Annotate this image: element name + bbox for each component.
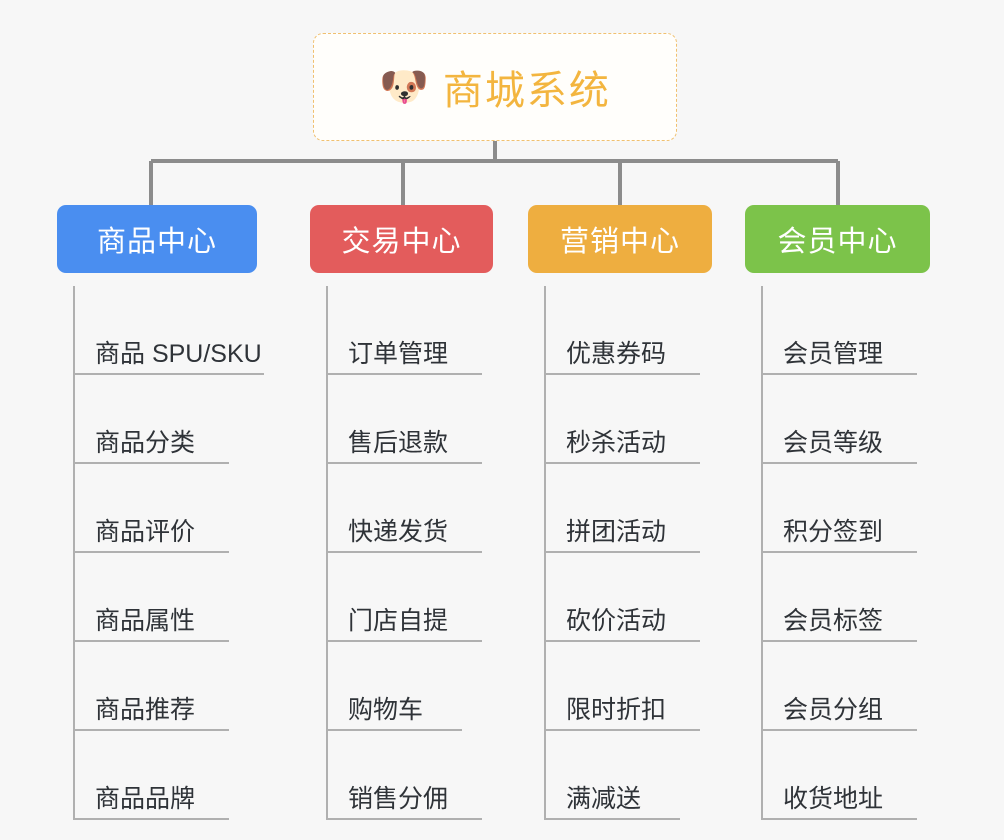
branch-label: 会员中心 — [777, 226, 898, 258]
root-node-shop-system[interactable]: 🐶 商城系统 — [313, 33, 677, 141]
leaf-item[interactable]: 商品品牌 — [74, 731, 229, 820]
leaf-label: 会员等级 — [783, 429, 884, 458]
leaf-item[interactable]: 门店自提 — [327, 553, 482, 642]
leaf-label: 门店自提 — [348, 607, 449, 636]
leaf-item[interactable]: 购物车 — [327, 642, 462, 731]
leaf-item[interactable]: 订单管理 — [327, 286, 482, 375]
leaf-item[interactable]: 商品 SPU/SKU — [74, 286, 264, 375]
leaf-list-product-center: 商品 SPU/SKU 商品分类 商品评价 商品属性 商品推荐 商品品牌 — [57, 286, 279, 820]
leaf-label: 商品分类 — [95, 429, 196, 458]
leaf-item[interactable]: 会员标签 — [762, 553, 917, 642]
branch-trade-center: 交易中心 订单管理 售后退款 快递发货 门店自提 购物车 销售分佣 — [310, 205, 510, 820]
branch-header-trade-center[interactable]: 交易中心 — [310, 205, 493, 273]
leaf-spine — [73, 286, 75, 820]
leaf-item[interactable]: 收货地址 — [762, 731, 917, 820]
branch-marketing-center: 营销中心 优惠券码 秒杀活动 拼团活动 砍价活动 限时折扣 满减送 — [528, 205, 728, 820]
branch-label: 营销中心 — [559, 226, 680, 258]
leaf-item[interactable]: 拼团活动 — [545, 464, 700, 553]
leaf-label: 会员管理 — [783, 340, 884, 369]
leaf-item[interactable]: 商品评价 — [74, 464, 229, 553]
leaf-item[interactable]: 积分签到 — [762, 464, 917, 553]
leaf-label: 满减送 — [566, 785, 642, 814]
leaf-label: 商品属性 — [95, 607, 196, 636]
leaf-item[interactable]: 秒杀活动 — [545, 375, 700, 464]
leaf-item[interactable]: 快递发货 — [327, 464, 482, 553]
leaf-item[interactable]: 销售分佣 — [327, 731, 482, 820]
branch-product-center: 商品中心 商品 SPU/SKU 商品分类 商品评价 商品属性 商品推荐 商品品牌 — [57, 205, 279, 820]
branch-header-member-center[interactable]: 会员中心 — [745, 205, 930, 273]
leaf-item[interactable]: 商品推荐 — [74, 642, 229, 731]
leaf-label: 快递发货 — [348, 518, 449, 547]
leaf-label: 会员标签 — [783, 607, 884, 636]
leaf-item[interactable]: 限时折扣 — [545, 642, 700, 731]
leaf-label: 砍价活动 — [566, 607, 667, 636]
leaf-spine — [761, 286, 763, 820]
leaf-label: 商品推荐 — [95, 696, 196, 725]
dog-face-icon: 🐶 — [379, 65, 429, 109]
leaf-label: 限时折扣 — [566, 696, 667, 725]
leaf-item[interactable]: 优惠券码 — [545, 286, 700, 375]
branch-label: 交易中心 — [341, 226, 462, 258]
leaf-item[interactable]: 满减送 — [545, 731, 680, 820]
leaf-label: 售后退款 — [348, 429, 449, 458]
leaf-item[interactable]: 砍价活动 — [545, 553, 700, 642]
leaf-item[interactable]: 会员分组 — [762, 642, 917, 731]
leaf-item[interactable]: 会员等级 — [762, 375, 917, 464]
leaf-label: 积分签到 — [783, 518, 884, 547]
branch-header-product-center[interactable]: 商品中心 — [57, 205, 257, 273]
leaf-label: 购物车 — [348, 696, 424, 725]
branch-header-marketing-center[interactable]: 营销中心 — [528, 205, 712, 273]
leaf-item[interactable]: 会员管理 — [762, 286, 917, 375]
leaf-label: 拼团活动 — [566, 518, 667, 547]
leaf-list-marketing-center: 优惠券码 秒杀活动 拼团活动 砍价活动 限时折扣 满减送 — [528, 286, 728, 820]
leaf-list-trade-center: 订单管理 售后退款 快递发货 门店自提 购物车 销售分佣 — [310, 286, 510, 820]
branch-label: 商品中心 — [96, 226, 217, 258]
leaf-label: 优惠券码 — [566, 340, 667, 369]
leaf-label: 会员分组 — [783, 696, 884, 725]
leaf-spine — [326, 286, 328, 820]
leaf-item[interactable]: 售后退款 — [327, 375, 482, 464]
leaf-label: 销售分佣 — [348, 785, 449, 814]
branch-member-center: 会员中心 会员管理 会员等级 积分签到 会员标签 会员分组 收货地址 — [745, 205, 945, 820]
leaf-spine — [544, 286, 546, 820]
root-title: 商城系统 — [442, 69, 611, 113]
leaf-label: 收货地址 — [783, 785, 884, 814]
leaf-item[interactable]: 商品属性 — [74, 553, 229, 642]
leaf-list-member-center: 会员管理 会员等级 积分签到 会员标签 会员分组 收货地址 — [745, 286, 945, 820]
leaf-label: 订单管理 — [348, 340, 449, 369]
leaf-item[interactable]: 商品分类 — [74, 375, 229, 464]
leaf-label: 商品评价 — [95, 518, 196, 547]
leaf-label: 商品 SPU/SKU — [95, 340, 262, 369]
leaf-label: 秒杀活动 — [566, 429, 667, 458]
leaf-label: 商品品牌 — [95, 785, 196, 814]
